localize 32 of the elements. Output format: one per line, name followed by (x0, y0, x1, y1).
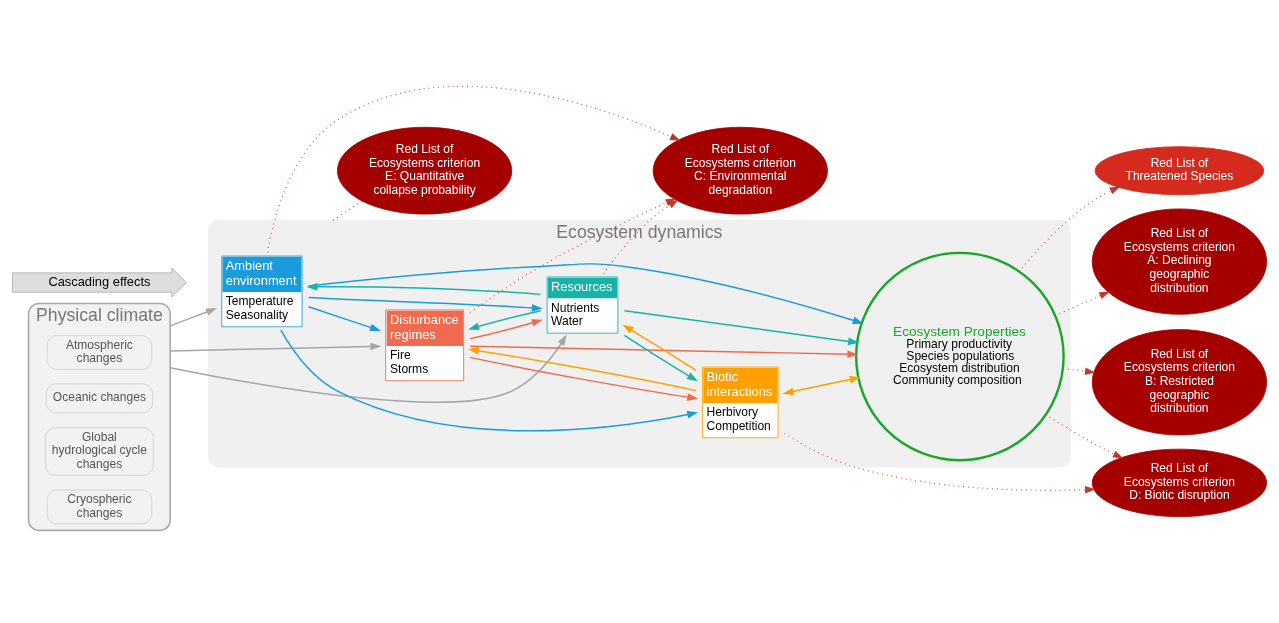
arrow (169, 334, 567, 403)
arrow (169, 342, 382, 352)
node-box: Global hydrological cycle changes (45, 427, 154, 476)
arrow (306, 282, 542, 296)
node-ellipse: Red List of Ecosystems criterion B: Restricted geographic distribution (1091, 329, 1268, 436)
arrow (307, 296, 543, 312)
arrow (1062, 367, 1096, 375)
arrow (307, 306, 381, 332)
arrow (1018, 186, 1121, 273)
node-ellipse: Red List of Ecosystems criterion E: Quantitative collapse probability (337, 126, 513, 215)
arrow (622, 324, 697, 372)
arrow (467, 347, 697, 392)
node-box: Atmospheric changes (46, 335, 153, 370)
arrow (307, 263, 864, 325)
node-box: Oceanic changes (45, 383, 153, 414)
arrow (1054, 291, 1110, 317)
arrow (468, 310, 542, 331)
arrow (266, 85, 681, 254)
arrow (782, 375, 861, 396)
arrow (280, 329, 699, 432)
arrow (623, 334, 698, 382)
arrow (469, 319, 543, 340)
arrow (469, 345, 859, 359)
arrow (1045, 414, 1124, 459)
arrow (784, 432, 1096, 494)
arrow (469, 356, 699, 401)
node-ellipse: Red List of Ecosystems criterion A: Declining geographic distribution (1091, 208, 1268, 315)
label: Cascading effects (48, 273, 151, 289)
node-ellipse: Red List of Ecosystems criterion C: Environmental degradation (652, 126, 828, 215)
arrow (623, 310, 860, 346)
arrow (169, 308, 218, 327)
node-box: Cryospheric changes (46, 489, 153, 525)
